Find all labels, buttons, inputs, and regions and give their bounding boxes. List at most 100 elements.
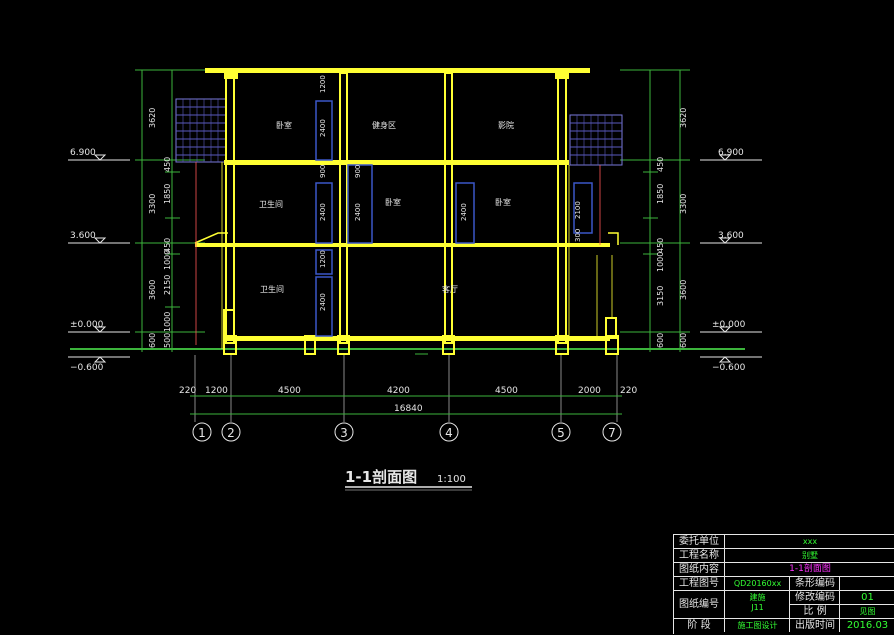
- scale-label: 比 例: [789, 605, 840, 618]
- dimension-label: 3150: [656, 286, 665, 306]
- window-height-label: 2400: [319, 119, 327, 137]
- title-row-drawing-no: 图纸编号 建施 J11 修改编码 01 比 例 见图: [674, 591, 894, 619]
- dimension-label: 600: [656, 333, 665, 348]
- roof-tiles-left: [175, 98, 227, 163]
- dimension-label: 220: [620, 386, 637, 396]
- dimension-chain-left: [135, 69, 205, 352]
- client-value: xxx: [724, 535, 894, 548]
- dimension-label: 3620: [148, 108, 157, 128]
- axis-number: 1: [198, 426, 206, 440]
- title-row-project: 工程名称 别墅: [674, 549, 894, 563]
- dimension-label: 3300: [679, 194, 688, 214]
- drawing-no-sub: J11: [751, 603, 764, 612]
- room-label: 健身区: [372, 120, 396, 130]
- window-height-label: 900: [354, 165, 362, 178]
- window-height-label: 2100: [574, 201, 582, 219]
- dimension-label: 1000: [656, 252, 665, 272]
- elevation-label: 6.900: [718, 148, 744, 158]
- dimension-label: 4500: [495, 386, 518, 396]
- window-height-label: 300: [574, 229, 582, 242]
- dimension-total: 16840: [394, 404, 423, 414]
- title-row-client: 委托单位 xxx: [674, 535, 894, 549]
- room-label: 卧室: [276, 120, 292, 130]
- dimension-label: 1200: [205, 386, 228, 396]
- barcode-label: 条形编码: [789, 577, 840, 590]
- room-label: 卧室: [495, 197, 511, 207]
- dimension-label: 600: [679, 333, 688, 348]
- dimension-label: 3600: [148, 280, 157, 300]
- dimension-label: 500: [163, 333, 172, 348]
- window-height-label: 1200: [319, 75, 327, 93]
- window-height-label: 2400: [460, 203, 468, 221]
- axis-extension-lines: [194, 355, 618, 422]
- dimension-label: 1850: [656, 184, 665, 204]
- revision-value: 01: [839, 591, 894, 605]
- windows: [315, 100, 593, 337]
- window-height-label: 900: [319, 165, 327, 178]
- window-height-label: 2400: [319, 203, 327, 221]
- room-label: 卧室: [385, 197, 401, 207]
- window-height-label: 2400: [354, 203, 362, 221]
- dimension-label: 3620: [679, 108, 688, 128]
- title-row-project-no: 工程图号 QD20160xx 条形编码: [674, 577, 894, 591]
- title-row-stage: 阶 段 施工图设计 出版时间 2016.03: [674, 619, 894, 635]
- scale-value: 见图: [839, 605, 894, 618]
- axis-number: 4: [445, 426, 453, 440]
- stage-label: 阶 段: [687, 620, 711, 631]
- elevation-label: ±0.000: [712, 320, 746, 330]
- room-label: 影院: [498, 120, 514, 130]
- elevation-label: −0.600: [70, 363, 104, 373]
- elevation-label: ±0.000: [70, 320, 104, 330]
- window-height-label: 2400: [319, 293, 327, 311]
- room-label: 卫生间: [260, 284, 284, 294]
- project-no-label: 工程图号: [679, 578, 719, 589]
- drawing-title: 1-1剖面图: [345, 468, 417, 486]
- building-structure: [194, 68, 619, 355]
- drawing-no-main: 建施: [749, 593, 766, 602]
- dimension-label: 450: [656, 238, 665, 253]
- drawing-no-value: 建施 J11: [724, 591, 790, 618]
- title-row-content: 图纸内容 1-1剖面图: [674, 563, 894, 577]
- dimension-label: 2000: [578, 386, 601, 396]
- elevation-label: −0.600: [712, 363, 746, 373]
- dimension-label: 220: [179, 386, 196, 396]
- content-label: 图纸内容: [679, 564, 719, 575]
- dimension-label: 3600: [679, 280, 688, 300]
- content-value: 1-1剖面图: [724, 563, 894, 576]
- exterior-lines: [195, 162, 613, 349]
- dimension-label: 450: [163, 157, 172, 172]
- project-label: 工程名称: [679, 550, 719, 561]
- elevation-label: 3.600: [718, 231, 744, 241]
- stage-value: 施工图设计: [724, 619, 790, 632]
- dimension-label: 600: [148, 333, 157, 348]
- drawing-scale: 1:100: [437, 474, 466, 485]
- axis-bubbles: [192, 422, 622, 442]
- dimension-label: 450: [656, 157, 665, 172]
- elevation-markers: [68, 154, 762, 363]
- dimension-label: 1000: [163, 312, 172, 332]
- dimension-label: 4200: [387, 386, 410, 396]
- dimension-label: 1000: [163, 250, 172, 270]
- dimension-label: 3300: [148, 194, 157, 214]
- project-value: 别墅: [724, 549, 894, 562]
- axis-number: 2: [227, 426, 235, 440]
- drawing-no-label: 图纸编号: [679, 599, 719, 610]
- title-block: 委托单位 xxx 工程名称 别墅 图纸内容 1-1剖面图 工程图号 QD2016…: [673, 534, 894, 634]
- dimension-chain-right: [620, 69, 690, 352]
- room-label: 卫生间: [259, 199, 283, 209]
- dimension-label: 2150: [163, 275, 172, 295]
- axis-number: 7: [608, 426, 616, 440]
- date-value: 2016.03: [839, 619, 894, 632]
- dimension-label: 450: [163, 238, 172, 253]
- barcode-value: [839, 577, 894, 590]
- client-label: 委托单位: [679, 536, 719, 547]
- axis-number: 5: [557, 426, 565, 440]
- elevation-label: 3.600: [70, 231, 96, 241]
- project-no-value: QD20160xx: [724, 577, 790, 590]
- window-height-label: 1200: [319, 250, 327, 268]
- roof-tiles-right: [569, 114, 623, 166]
- date-label: 出版时间: [789, 619, 840, 632]
- horizontal-dimension-lines: [190, 395, 622, 415]
- dimension-label: 1850: [163, 184, 172, 204]
